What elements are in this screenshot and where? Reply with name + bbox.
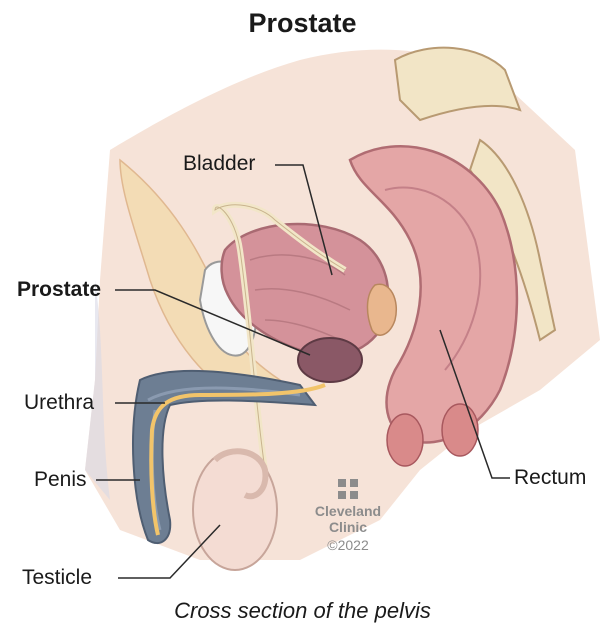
- label-urethra: Urethra: [24, 391, 94, 415]
- seminal-vesicle: [367, 284, 396, 335]
- logo-copyright: ©2022: [303, 535, 393, 555]
- cleveland-clinic-logo: Cleveland Clinic ©2022: [303, 478, 393, 555]
- sphincter-left: [387, 414, 423, 466]
- sphincter-right: [442, 404, 478, 456]
- logo-line-2: Clinic: [303, 519, 393, 535]
- label-bladder: Bladder: [183, 152, 255, 176]
- label-rectum: Rectum: [514, 466, 586, 490]
- diagram-caption: Cross section of the pelvis: [0, 598, 605, 624]
- label-penis: Penis: [34, 468, 87, 492]
- logo-line-1: Cleveland: [303, 503, 393, 519]
- label-testicle: Testicle: [22, 566, 92, 590]
- cleveland-clinic-mark-icon: [337, 478, 359, 500]
- label-prostate: Prostate: [17, 278, 101, 302]
- prostate-gland: [298, 338, 362, 382]
